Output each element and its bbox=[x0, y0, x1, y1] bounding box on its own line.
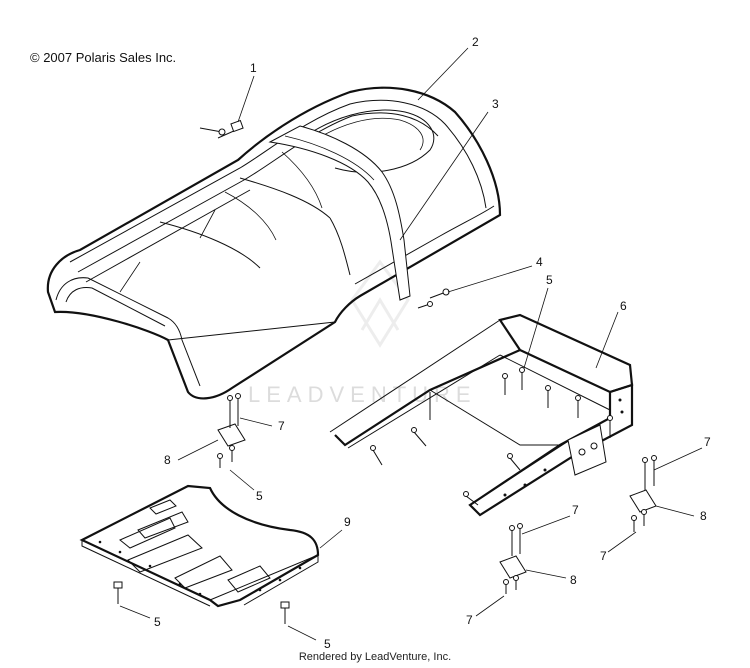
callout-2: 2 bbox=[472, 35, 479, 49]
callout-8-left: 8 bbox=[164, 453, 171, 467]
bracket-right bbox=[629, 455, 657, 532]
callout-8-bottom: 8 bbox=[570, 573, 577, 587]
copyright-text: © 2007 Polaris Sales Inc. bbox=[30, 50, 177, 65]
fastener-4 bbox=[417, 288, 450, 309]
plate-bolts bbox=[113, 581, 290, 624]
seat-assembly bbox=[46, 86, 502, 400]
callout-3: 3 bbox=[492, 97, 499, 111]
callout-5-frame: 5 bbox=[546, 273, 553, 287]
bracket-left bbox=[217, 393, 246, 468]
footer-credit: Rendered by LeadVenture, Inc. bbox=[298, 651, 452, 663]
callout-5-left: 5 bbox=[256, 489, 263, 503]
callout-8-right: 8 bbox=[700, 509, 707, 523]
watermark-text: LEADVENTURE bbox=[248, 382, 477, 407]
fastener-1 bbox=[199, 119, 244, 139]
leader-lines bbox=[119, 47, 703, 641]
callout-7-left: 7 bbox=[278, 419, 285, 433]
callout-4: 4 bbox=[536, 255, 543, 269]
callout-9: 9 bbox=[344, 515, 351, 529]
callout-6: 6 bbox=[620, 299, 627, 313]
bracket-bottom bbox=[499, 523, 527, 594]
callout-7-right-top: 7 bbox=[704, 435, 711, 449]
callout-7-bottom: 7 bbox=[466, 613, 473, 627]
callout-5-plate-right: 5 bbox=[324, 637, 331, 651]
bottom-plate bbox=[79, 484, 320, 608]
callout-1: 1 bbox=[250, 61, 257, 75]
seat-frame bbox=[329, 313, 634, 517]
frame-bolts bbox=[370, 367, 613, 506]
callout-7-right-bottom: 7 bbox=[600, 549, 607, 563]
callout-5-plate-left: 5 bbox=[154, 615, 161, 629]
callout-7-bottom-top: 7 bbox=[572, 503, 579, 517]
